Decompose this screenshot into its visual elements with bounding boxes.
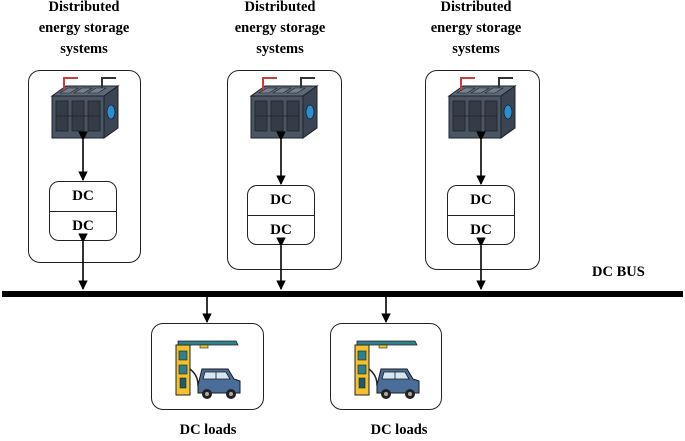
- converter-top-label: DC: [50, 182, 116, 212]
- battery-pack-icon: [448, 77, 516, 139]
- dc-dc-converter-2: DC DC: [247, 185, 315, 245]
- dc-load-box-1: [151, 323, 264, 410]
- battery-pack-icon: [51, 77, 119, 139]
- ess-title-1: Distributed energy storage systems: [38, 0, 130, 57]
- dc-dc-converter-3: DC DC: [447, 185, 515, 245]
- ess-title-2: Distributed energy storage systems: [234, 0, 326, 57]
- dc-load-box-2: [330, 323, 442, 410]
- converter-bottom-label: DC: [270, 222, 292, 238]
- dc-load-label-1: DC loads: [179, 422, 237, 438]
- converter-top-label: DC: [248, 186, 314, 216]
- dc-bus-label: DC BUS: [592, 264, 645, 280]
- dc-load-label-2: DC loads: [370, 422, 428, 438]
- converter-bottom-label: DC: [470, 222, 492, 238]
- dc-dc-converter-1: DC DC: [49, 181, 117, 241]
- ev-charging-station-icon: [175, 340, 241, 400]
- ess-title-3: Distributed energy storage systems: [430, 0, 522, 57]
- converter-bottom-label: DC: [72, 218, 94, 234]
- battery-pack-icon: [250, 77, 318, 139]
- converter-top-label: DC: [448, 186, 514, 216]
- ev-charging-station-icon: [354, 340, 420, 400]
